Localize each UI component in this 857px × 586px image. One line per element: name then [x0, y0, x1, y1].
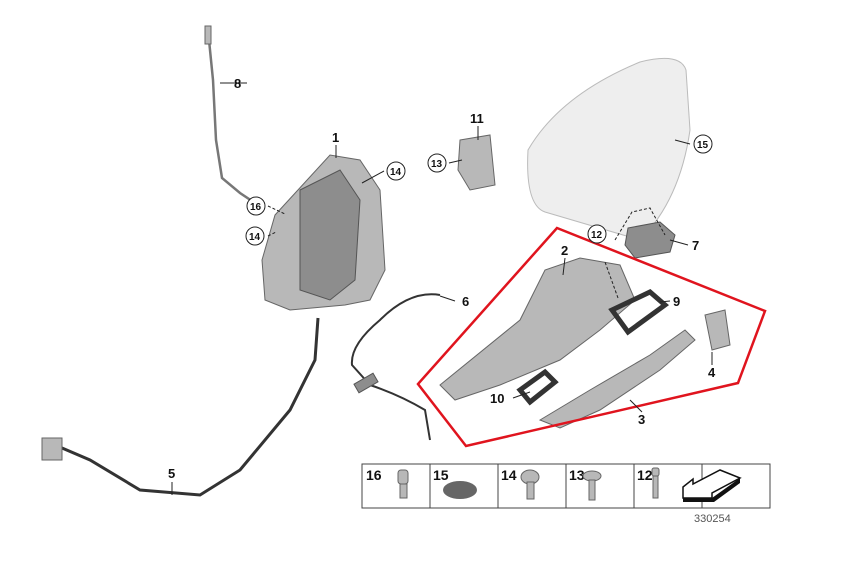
leader-dashed: [267, 205, 286, 237]
callout-13: 13: [431, 159, 443, 170]
callout-2: 2: [561, 243, 568, 258]
front-gasket: [516, 368, 559, 406]
gasket: [608, 289, 670, 336]
fastener-legend: 16 15 14 13 12 330254: [361, 463, 771, 525]
countersunk-screw-icon: [582, 470, 602, 501]
diagram-reference-number: 330254: [694, 513, 731, 525]
callout-8: 8: [234, 76, 241, 91]
plug-icon: [443, 481, 477, 499]
bowden-cable: [350, 293, 441, 441]
screw-icon: [520, 469, 540, 500]
hinge-bracket: [457, 134, 496, 191]
direction-arrow-icon: [682, 469, 742, 502]
callout-14a: 14: [390, 167, 402, 178]
callout-16: 16: [250, 202, 262, 213]
cable: [54, 317, 320, 497]
clip-icon: [397, 469, 409, 499]
cable-end: [41, 437, 63, 461]
callout-9: 9: [673, 294, 680, 309]
door-panel: [527, 57, 691, 241]
rod-end: [204, 25, 212, 45]
callout-10: 10: [490, 391, 504, 406]
legend-13: 13: [569, 467, 585, 483]
callout-7: 7: [692, 238, 699, 253]
legend-15: 15: [433, 467, 449, 483]
callout-3: 3: [638, 412, 645, 427]
rod: [206, 29, 259, 207]
legend-16: 16: [366, 467, 382, 483]
lock-cylinder: [624, 221, 676, 259]
callout-6: 6: [462, 294, 469, 309]
cap: [704, 309, 731, 351]
callouts: 1 2 3 4 5 6 7 8 9 10 11 12 13 14 14 15 1…: [168, 76, 716, 481]
legend-14: 14: [501, 467, 517, 483]
callout-4: 4: [708, 365, 716, 380]
cable-fitting: [353, 372, 379, 394]
callout-1: 1: [332, 130, 339, 145]
lock-mechanism: [299, 169, 361, 301]
callout-15: 15: [697, 140, 709, 151]
legend-12: 12: [637, 467, 653, 483]
bolt-icon: [651, 467, 660, 499]
assembly-line: [604, 207, 666, 299]
callout-5: 5: [168, 466, 175, 481]
callout-11: 11: [470, 111, 484, 126]
callout-14b: 14: [249, 232, 261, 243]
highlight-outline: [416, 226, 767, 448]
callout-12: 12: [591, 230, 603, 241]
